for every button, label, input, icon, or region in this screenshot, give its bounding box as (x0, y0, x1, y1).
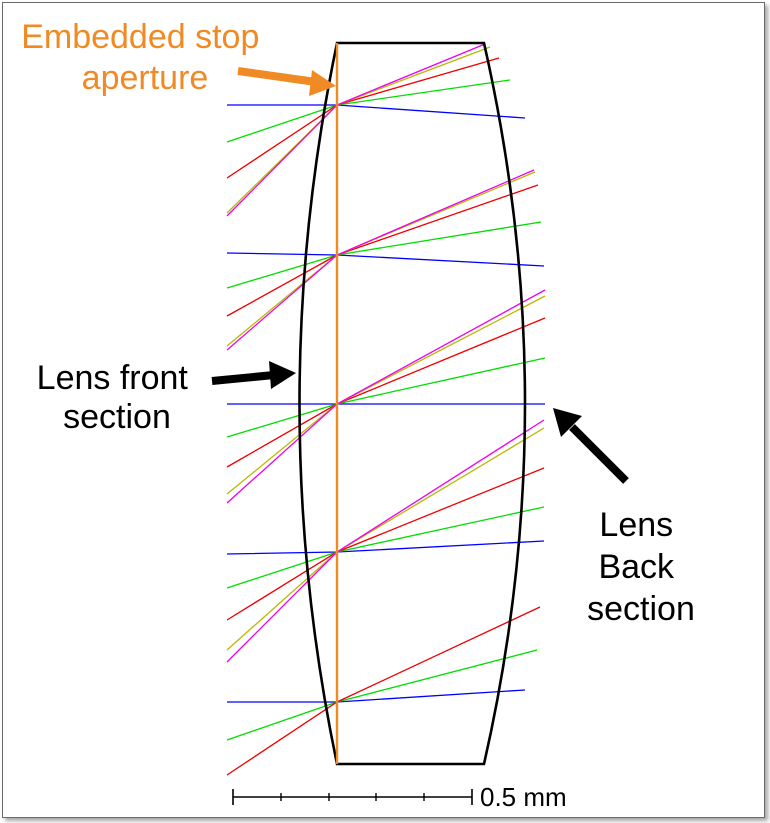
ray-fan-3-ray-5 (226, 289, 546, 504)
ray-fan-4-ray-1 (226, 540, 545, 555)
front-section-arrow (211, 361, 296, 389)
back-section-label: Lens Back section (587, 506, 695, 628)
ray-bundles (226, 43, 546, 776)
scale-bar: 0.5 mm (232, 782, 567, 812)
scale-bar-label: 0.5 mm (480, 782, 567, 812)
ray-fan-1-ray-5 (226, 43, 486, 217)
ray-fan-2-ray-4 (226, 171, 536, 347)
ray-fan-2-ray-1 (226, 252, 545, 267)
ray-fan-5-ray-3 (226, 606, 541, 776)
back-section-arrow (553, 408, 629, 484)
ray-fan-4-ray-2 (226, 506, 545, 589)
ray-fan-4-ray-4 (226, 427, 545, 651)
ray-fan-2-ray-2 (226, 221, 542, 289)
ray-fan-2-ray-3 (226, 184, 539, 317)
ray-fan-1-ray-1 (227, 104, 526, 119)
ray-fan-3-ray-4 (226, 295, 546, 495)
ray-fan-5-ray-2 (226, 649, 538, 741)
ray-fan-1-ray-2 (226, 79, 511, 143)
ray-fan-2-ray-5 (226, 169, 535, 351)
stop-arrow (237, 67, 336, 96)
lens-outline (298, 41, 527, 766)
stop-label: Embedded stop aperture (21, 18, 269, 97)
front-section-label: Lens front section (37, 359, 198, 436)
